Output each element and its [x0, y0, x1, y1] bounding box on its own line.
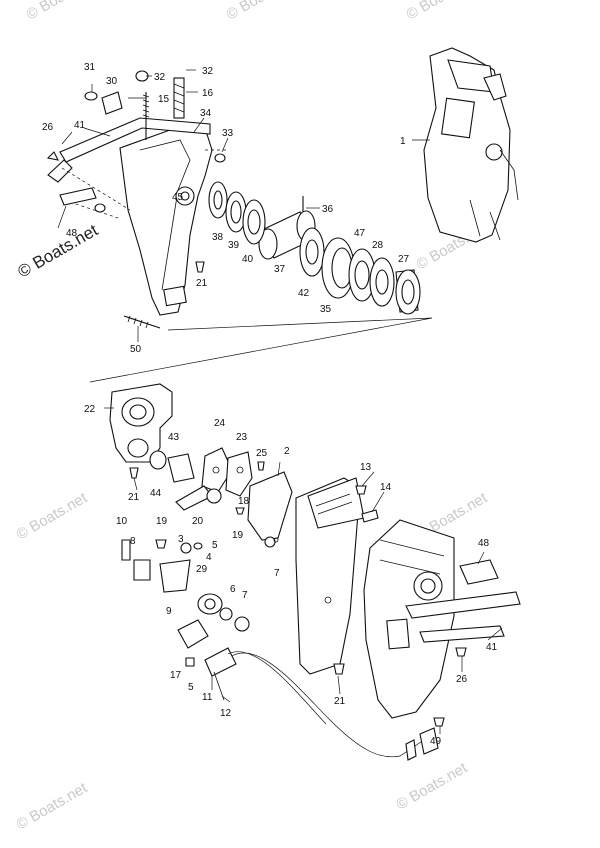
- washer-6: [219, 607, 233, 621]
- callout-30: 30: [106, 76, 118, 87]
- callout-48-a: 48: [66, 228, 78, 239]
- spring-16: [173, 77, 185, 119]
- callout-6: 6: [230, 584, 236, 595]
- part-9: [159, 559, 191, 593]
- callout-26-a: 26: [42, 122, 54, 133]
- bolt-50: [123, 315, 161, 329]
- callout-15: 15: [158, 94, 170, 105]
- lower-assembly: [109, 383, 439, 761]
- bushing-44: [149, 450, 167, 470]
- callout-11: 11: [202, 692, 213, 703]
- callout-3: 3: [178, 534, 184, 545]
- callout-42: 42: [298, 288, 310, 299]
- callout-19-a: 19: [232, 530, 244, 541]
- callout-32-b: 32: [202, 66, 214, 77]
- callout-19-b: 19: [156, 516, 168, 527]
- upper-assembly: [46, 70, 433, 383]
- callout-21-a: 21: [196, 278, 208, 289]
- callout-33: 33: [222, 128, 234, 139]
- callout-9: 9: [166, 606, 172, 617]
- callout-45: 45: [172, 192, 184, 203]
- callout-18: 18: [238, 496, 250, 507]
- callout-21-c: 21: [334, 696, 346, 707]
- callout-39: 39: [228, 240, 240, 251]
- bracket-2: [247, 471, 293, 541]
- callout-47: 47: [354, 228, 366, 239]
- callout-27: 27: [398, 254, 410, 265]
- ring-7: [234, 616, 250, 632]
- watermark-5: © Boats.net: [14, 489, 91, 543]
- plate-48-lower: [459, 559, 499, 585]
- bracket-11: [204, 647, 237, 677]
- callout-37: 37: [274, 264, 286, 275]
- plate-48-upper: [59, 187, 97, 206]
- watermark-primary: © Boats.net: [15, 220, 102, 281]
- callout-23: 23: [236, 432, 248, 443]
- plate-41-lower: [405, 591, 521, 619]
- watermark-7: © Boats.net: [14, 779, 91, 833]
- watermark-8: © Boats.net: [394, 759, 471, 813]
- control-box-2: [363, 519, 521, 727]
- callout-12: 12: [220, 708, 232, 719]
- callout-48-b: 48: [478, 538, 490, 549]
- callout-8: 8: [130, 536, 136, 547]
- callout-41-b: 41: [486, 642, 498, 653]
- leader-lines: [57, 69, 503, 734]
- callout-22: 22: [84, 404, 96, 415]
- callout-32-a: 32: [154, 72, 166, 83]
- callout-49: 49: [430, 736, 442, 747]
- part-3: [180, 542, 192, 554]
- plug-33: [214, 153, 226, 163]
- bracket-5: [177, 619, 209, 649]
- callout-21-b: 21: [128, 492, 140, 503]
- callout-4: 4: [206, 552, 212, 563]
- screw-31: [84, 91, 98, 101]
- callout-35: 35: [320, 304, 332, 315]
- watermark-1: © Boats.net: [24, 0, 101, 23]
- callout-2: 2: [284, 446, 290, 457]
- callout-40: 40: [242, 254, 254, 265]
- callout-34: 34: [200, 108, 212, 119]
- callout-36: 36: [322, 204, 334, 215]
- callout-1: 1: [400, 136, 406, 147]
- plate-24: [201, 447, 233, 493]
- callout-labels: 1 31 30 32 32 15 16 26 41 34 33 45 36 48…: [42, 62, 498, 747]
- control-box-1: [423, 47, 519, 243]
- callout-38: 38: [212, 232, 224, 243]
- callout-44: 44: [150, 488, 162, 499]
- part-43: [167, 453, 195, 483]
- callout-25: 25: [256, 448, 268, 459]
- callout-31: 31: [84, 62, 96, 73]
- callout-26-b: 26: [456, 674, 468, 685]
- callout-5-b: 5: [188, 682, 194, 693]
- callout-5-a: 5: [212, 540, 218, 551]
- part-10: [121, 539, 131, 561]
- callout-13: 13: [360, 462, 372, 473]
- callout-17: 17: [170, 670, 182, 681]
- callout-7-b: 7: [242, 590, 248, 601]
- clamp-30: [101, 91, 123, 115]
- callout-41-a: 41: [74, 120, 86, 131]
- lever-20: [175, 485, 213, 511]
- callout-28: 28: [372, 240, 384, 251]
- callout-7-a: 7: [274, 568, 280, 579]
- callout-29: 29: [196, 564, 208, 575]
- callout-50: 50: [130, 344, 142, 355]
- watermark-2: © Boats.net: [224, 0, 301, 23]
- callout-43: 43: [168, 432, 180, 443]
- watermark-3: © Boats.net: [404, 0, 481, 23]
- plate-23: [225, 451, 253, 497]
- callout-16: 16: [202, 88, 214, 99]
- callout-14: 14: [380, 482, 392, 493]
- callout-24: 24: [214, 418, 226, 429]
- cable-12: [231, 652, 425, 758]
- part-8: [133, 559, 151, 581]
- callout-10: 10: [116, 516, 128, 527]
- callout-20: 20: [192, 516, 204, 527]
